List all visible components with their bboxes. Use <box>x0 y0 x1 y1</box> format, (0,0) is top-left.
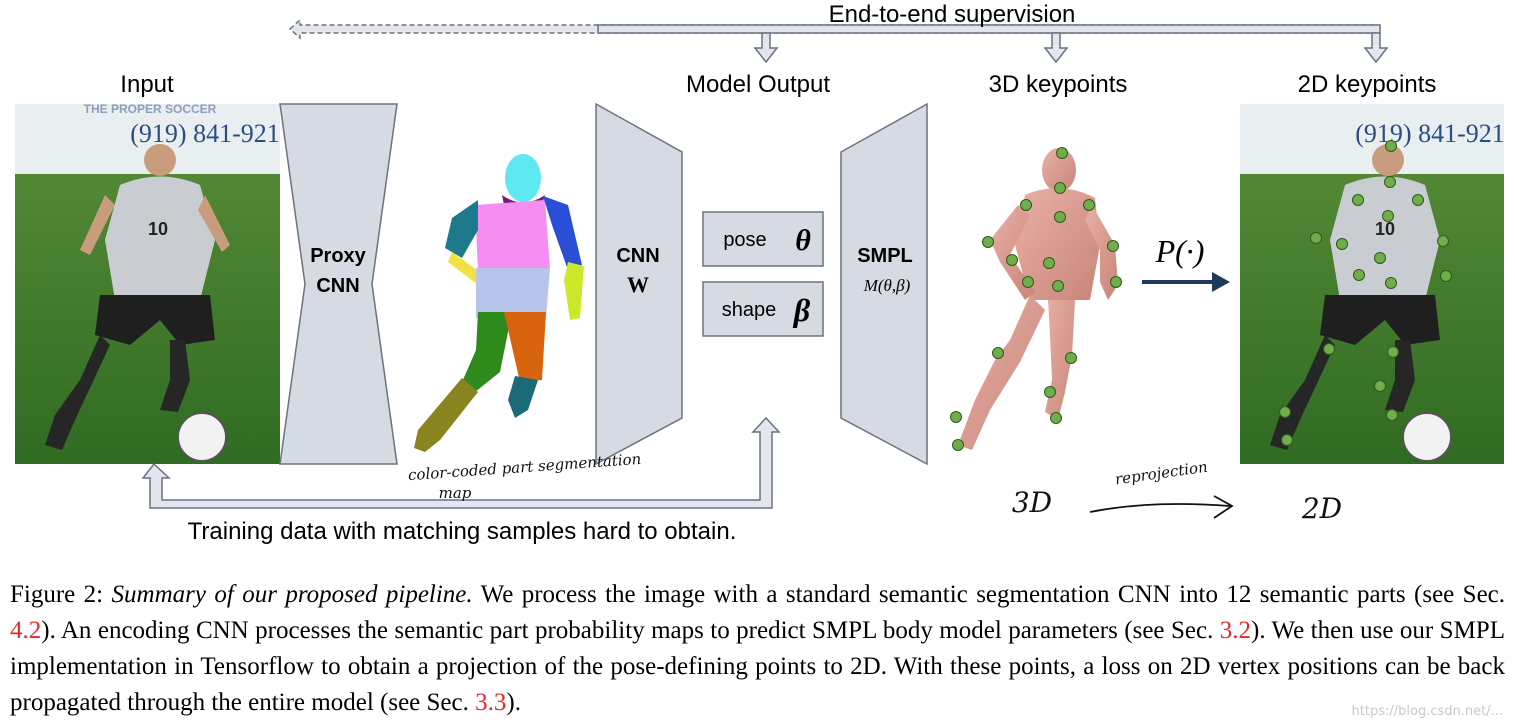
shape-symbol: β <box>793 292 811 328</box>
body-3d-keypoint <box>1083 199 1095 211</box>
training-data-arrow <box>141 416 781 509</box>
image-2d-keypoint <box>1352 194 1364 206</box>
body-3d-keypoint <box>950 411 962 423</box>
keypoints-3d-markers <box>950 147 1122 451</box>
caption-ref-2[interactable]: 3.2 <box>1219 617 1251 644</box>
body-3d-keypoint <box>1022 276 1034 288</box>
pipeline-diagram: End-to-end supervision Input Model Outpu… <box>15 1 1505 545</box>
caption-text-2: ). An encoding CNN processes the semanti… <box>41 617 1220 644</box>
pose-symbol: θ <box>795 224 811 257</box>
smpl-formula: M(θ,β) <box>863 276 911 295</box>
keypoints-2d-title: 2D keypoints <box>1298 71 1437 98</box>
image-2d-keypoint <box>1353 269 1365 281</box>
body-3d-keypoint <box>1043 257 1055 269</box>
jersey-number: 10 <box>148 219 168 239</box>
image-2d-keypoint <box>1412 194 1424 206</box>
body-3d-keypoint <box>992 347 1004 359</box>
body-mesh-3d <box>958 148 1118 450</box>
image-2d-keypoint <box>1385 277 1397 289</box>
cnn-w-label-1: CNN <box>616 245 659 267</box>
pose-label: pose <box>723 229 766 251</box>
shape-box <box>702 281 824 337</box>
figure-label: Figure 2: <box>10 581 104 608</box>
image-2d-keypoint <box>1385 140 1397 152</box>
body-3d-keypoint <box>1065 352 1077 364</box>
body-3d-keypoint <box>1056 147 1068 159</box>
pose-box <box>702 211 824 267</box>
proxy-cnn-label-1: Proxy <box>310 245 366 267</box>
image-2d-keypoint <box>1310 232 1322 244</box>
model-output-title: Model Output <box>686 71 830 98</box>
body-3d-keypoint <box>1044 386 1056 398</box>
image-2d-keypoint <box>1323 343 1335 355</box>
keypoints-3d-title: 3D keypoints <box>989 71 1128 98</box>
projection-label: P(·) <box>1155 233 1205 269</box>
watermark: https://blog.csdn.net/... <box>1351 704 1503 719</box>
caption-ref-1[interactable]: 4.2 <box>10 617 42 644</box>
body-3d-keypoint <box>1054 211 1066 223</box>
body-3d-keypoint <box>952 439 964 451</box>
handwritten-segmentation-2: map <box>439 484 472 502</box>
smpl-label: SMPL <box>857 245 913 267</box>
image-2d-keypoint <box>1336 238 1348 250</box>
banner-phone-text: (919) 841-921 <box>130 119 279 148</box>
banner-top-text: THE PROPER SOCCER <box>84 102 217 116</box>
image-2d-keypoint <box>1281 434 1293 446</box>
banner-phone-text-2: (919) 841-921 <box>1355 119 1504 148</box>
body-3d-keypoint <box>1052 280 1064 292</box>
caption-ref-3[interactable]: 3.3 <box>475 689 507 716</box>
handwritten-segmentation-1: color-coded part segmentation <box>407 450 641 484</box>
proxy-cnn-block <box>279 103 398 465</box>
image-2d-keypoint <box>1374 380 1386 392</box>
handwritten-arrow <box>1089 495 1234 519</box>
figure-title: Summary of our proposed pipeline. <box>111 581 473 608</box>
image-2d-keypoint <box>1437 235 1449 247</box>
smpl-block <box>840 102 928 466</box>
figure-caption: Figure 2: Summary of our proposed pipeli… <box>10 577 1505 721</box>
supervision-arrow <box>288 18 1389 64</box>
image-2d-keypoint <box>1382 210 1394 222</box>
body-3d-keypoint <box>1050 412 1062 424</box>
keypoints-2d-markers <box>1279 140 1452 446</box>
handwritten-reprojection: reprojection <box>1114 458 1209 489</box>
body-3d-keypoint <box>1054 182 1066 194</box>
image-2d-keypoint <box>1387 346 1399 358</box>
cnn-w-block <box>595 102 683 466</box>
body-3d-keypoint <box>982 236 994 248</box>
body-3d-keypoint <box>1020 199 1032 211</box>
keypoints-2d-photo: (919) 841-921 10 <box>1240 104 1505 464</box>
image-2d-keypoint <box>1440 270 1452 282</box>
image-2d-keypoint <box>1374 252 1386 264</box>
image-2d-keypoint <box>1384 176 1396 188</box>
image-2d-keypoint <box>1279 406 1291 418</box>
supervision-label: End-to-end supervision <box>829 1 1076 28</box>
input-photo: THE PROPER SOCCER (919) 841-921 10 <box>15 102 280 464</box>
shape-label: shape <box>722 299 777 321</box>
body-3d-keypoint <box>1006 254 1018 266</box>
training-data-label: Training data with matching samples hard… <box>188 518 737 545</box>
proxy-cnn-label-2: CNN <box>316 275 359 297</box>
cnn-w-label-2: W <box>627 272 649 297</box>
body-3d-keypoint <box>1107 240 1119 252</box>
body-3d-keypoint <box>1110 276 1122 288</box>
input-title: Input <box>120 71 174 98</box>
segmentation-map <box>414 154 584 452</box>
caption-text-4: ). <box>506 689 521 716</box>
caption-text-3: ). We then use our SMPL implementation i… <box>10 617 1505 716</box>
caption-text-1: We process the image with a standard sem… <box>472 581 1506 608</box>
jersey-number-2: 10 <box>1375 219 1395 239</box>
image-2d-keypoint <box>1386 409 1398 421</box>
handwritten-3d: 3D <box>1012 486 1052 519</box>
handwritten-2d: 2D <box>1301 492 1342 525</box>
projection-arrow <box>1142 272 1230 292</box>
